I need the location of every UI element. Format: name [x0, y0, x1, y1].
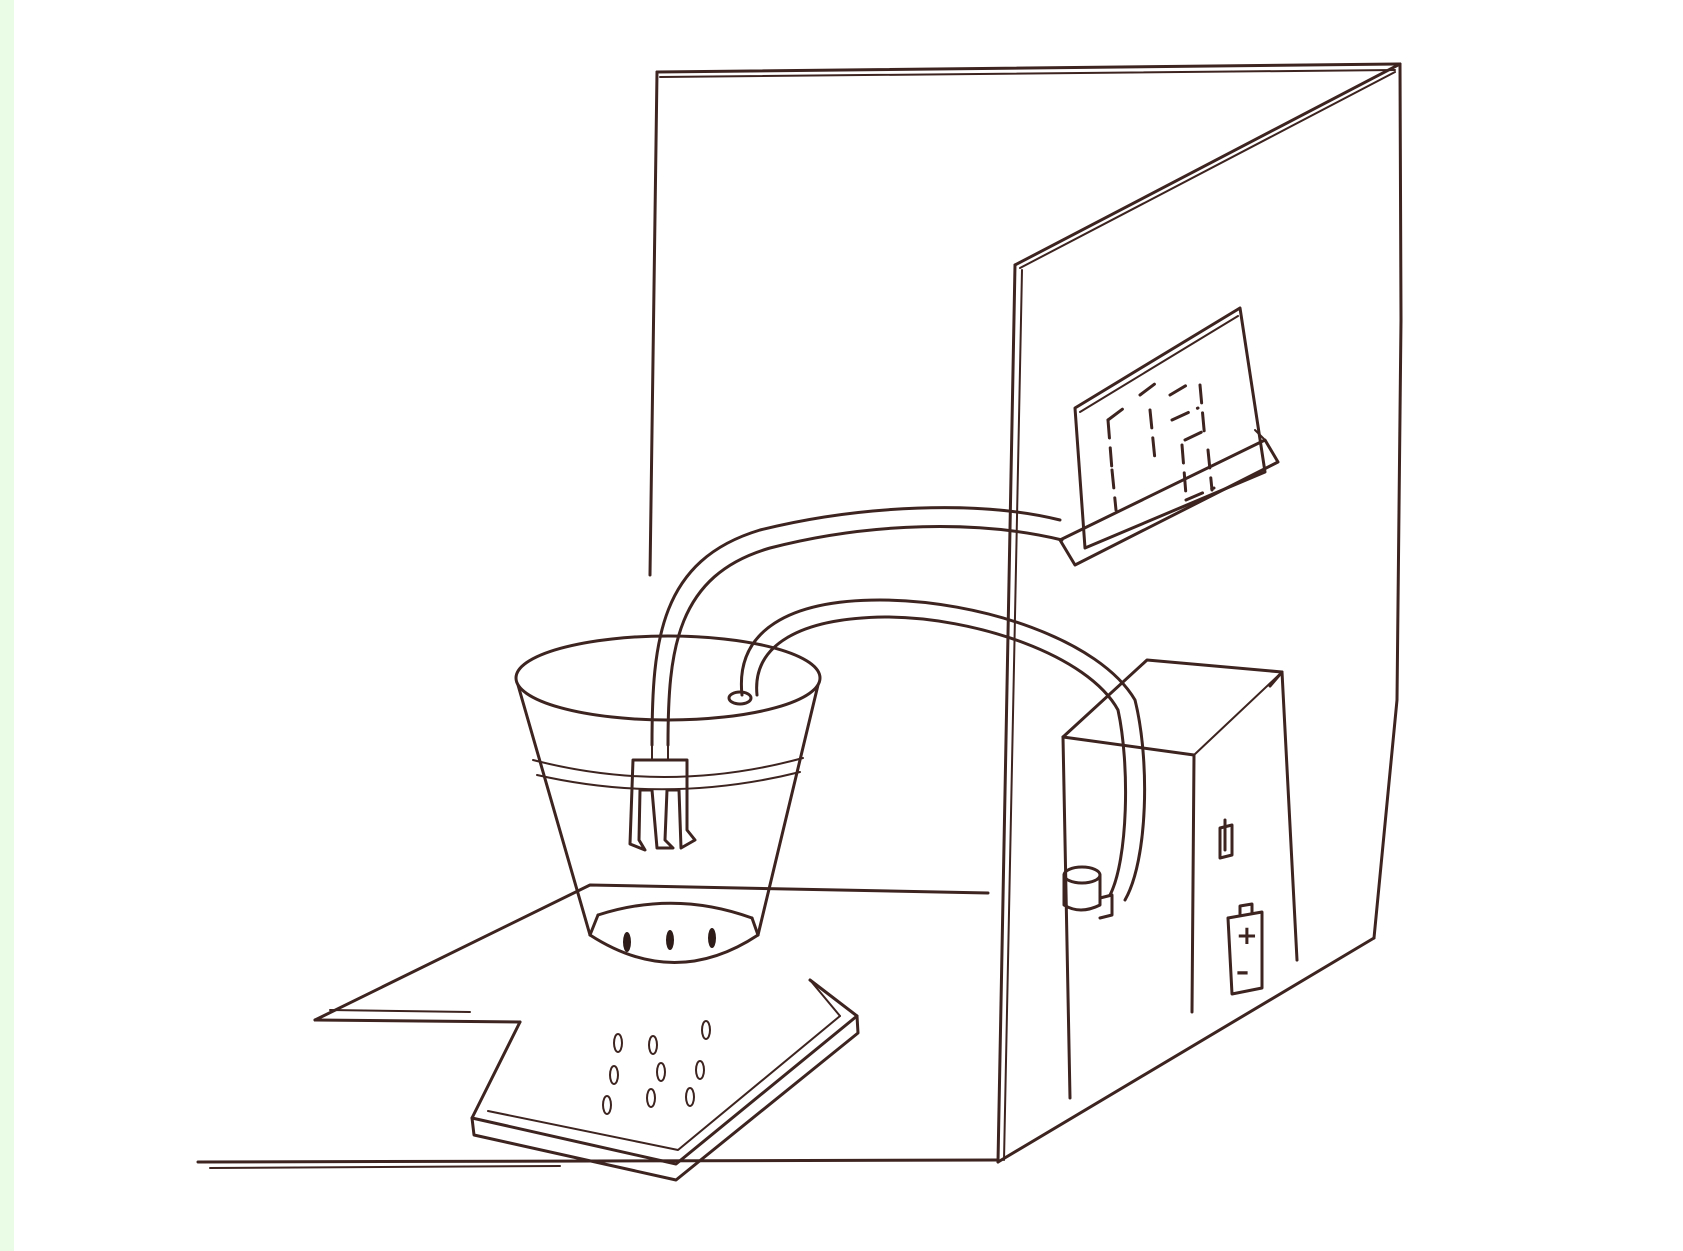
water-droplets — [603, 1021, 710, 1114]
digital-display — [1060, 308, 1278, 565]
water-tube — [729, 600, 1145, 900]
battery-minus-label: – — [1236, 957, 1249, 987]
battery-icon: + – — [1228, 904, 1262, 994]
pump-motor — [1064, 867, 1112, 918]
battery-box: + – — [1063, 660, 1297, 1098]
table-surface — [198, 885, 998, 1168]
cup-drain-holes — [623, 928, 716, 952]
front-divider-panel — [998, 64, 1400, 1162]
sensor-cable — [652, 508, 1062, 745]
switch-icon — [1220, 820, 1232, 858]
moisture-sensor-probe — [630, 745, 695, 850]
battery-plus-label: + — [1236, 921, 1258, 951]
drip-tray — [472, 980, 858, 1180]
